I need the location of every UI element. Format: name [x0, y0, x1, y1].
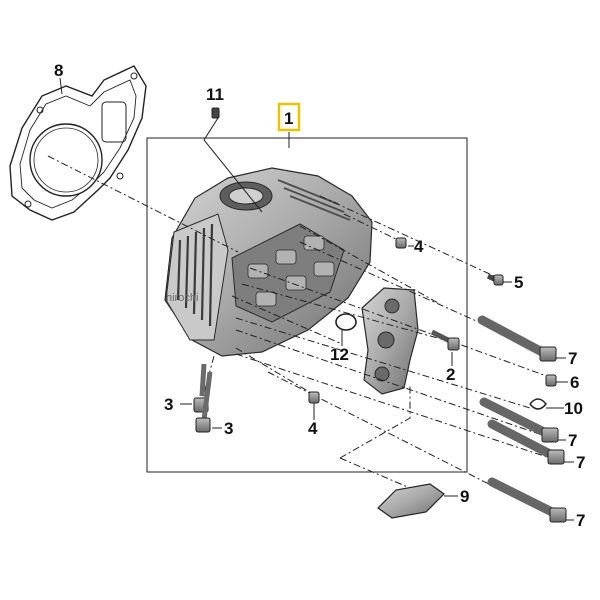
callout-8: 8	[54, 61, 63, 80]
callout-4-upper: 4	[414, 237, 424, 256]
sleeve-part-4-upper	[395, 237, 407, 249]
callout-7-b: 7	[568, 431, 577, 450]
watermark-text: hirochi	[166, 292, 198, 304]
callout-3-upper: 3	[164, 395, 173, 414]
long-bolt-part-7-a	[477, 315, 557, 362]
long-bolt-part-7-d	[487, 477, 567, 523]
callout-5: 5	[514, 273, 523, 292]
callout-7-c: 7	[576, 453, 585, 472]
bearing-bridge	[361, 287, 419, 395]
callout-11: 11	[206, 85, 224, 104]
gasket-bore	[29, 123, 103, 197]
callout-9: 9	[460, 487, 469, 506]
bolt-part-2	[430, 329, 460, 351]
callout-10: 10	[564, 399, 583, 418]
o-ring-part-12	[335, 313, 357, 331]
cylinder-head-gasket	[9, 65, 147, 221]
assembly-frame	[146, 137, 468, 473]
long-bolt-part-7-c	[487, 419, 565, 465]
callout-7-a: 7	[568, 349, 577, 368]
bolt-part-5	[486, 273, 504, 286]
callout-2: 2	[446, 365, 455, 384]
sleeve-part-4-lower	[308, 391, 320, 404]
long-bolt-part-7-b	[479, 397, 559, 443]
plug-part-11	[211, 107, 220, 119]
cylinder-head	[164, 167, 373, 357]
highlight-box	[277, 102, 301, 132]
callout-12: 12	[330, 345, 349, 364]
callout-4-lower: 4	[308, 419, 318, 438]
nut-part-6	[545, 374, 557, 387]
cover-part-9	[377, 483, 445, 519]
callout-7-d: 7	[576, 511, 585, 530]
clip-part-10	[529, 398, 547, 410]
stud-part-3-b	[195, 371, 213, 433]
callout-6: 6	[570, 373, 579, 392]
callout-1: 1	[284, 109, 293, 128]
callout-3-lower: 3	[224, 419, 233, 438]
